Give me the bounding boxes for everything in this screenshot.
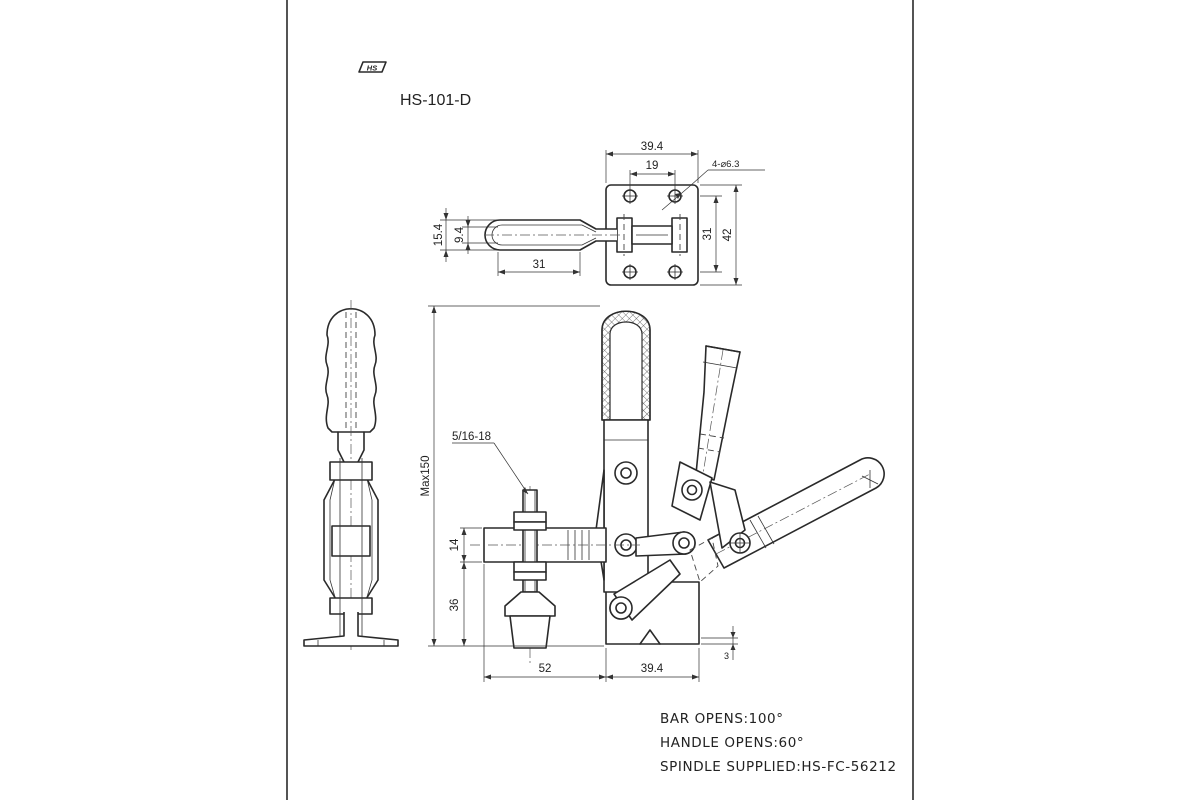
dim-base-width: 39.4 [641,663,664,675]
logo-text: HS [367,64,377,73]
dim-top-width: 39.4 [641,141,664,153]
dim-spindle-height: 36 [449,599,461,612]
dim-max-height: Max150 [420,456,432,497]
dim-handle-outer: 15.4 [433,223,445,246]
dim-handle-inner: 9.4 [454,226,466,243]
dim-bar-height: 14 [449,538,461,551]
dim-base-hole-spacing: 31 [702,228,714,241]
dim-base-thickness: 3 [724,651,729,661]
bar-open-phantom [689,457,885,583]
note-handle-opens: HANDLE OPENS:60° [660,735,804,751]
top-view: 39.4 19 4-⌀6.3 15.4 9.4 31 31 [433,141,765,286]
dim-thread: 5/16-18 [452,431,491,443]
dim-handle-length: 31 [533,259,546,271]
dim-hole-spacing: 19 [646,160,659,172]
dim-reach: 52 [539,663,552,675]
spindle [504,486,556,664]
note-spindle: SPINDLE SUPPLIED:HS-FC-56212 [660,759,897,775]
end-view [303,300,399,650]
front-view: Max150 5/16-18 14 36 52 39.4 3 [420,305,885,682]
hs-logo: HS [358,61,387,73]
hole-callout: 4-⌀6.3 [712,159,739,170]
end-grip [325,308,377,433]
handle-open-phantom [671,345,741,521]
dim-base-depth: 42 [722,229,734,242]
model-title: HS-101-D [400,92,471,109]
spec-notes: BAR OPENS:100° HANDLE OPENS:60° SPINDLE … [660,711,897,775]
mounting-holes [622,188,683,280]
note-bar-opens: BAR OPENS:100° [660,711,784,727]
